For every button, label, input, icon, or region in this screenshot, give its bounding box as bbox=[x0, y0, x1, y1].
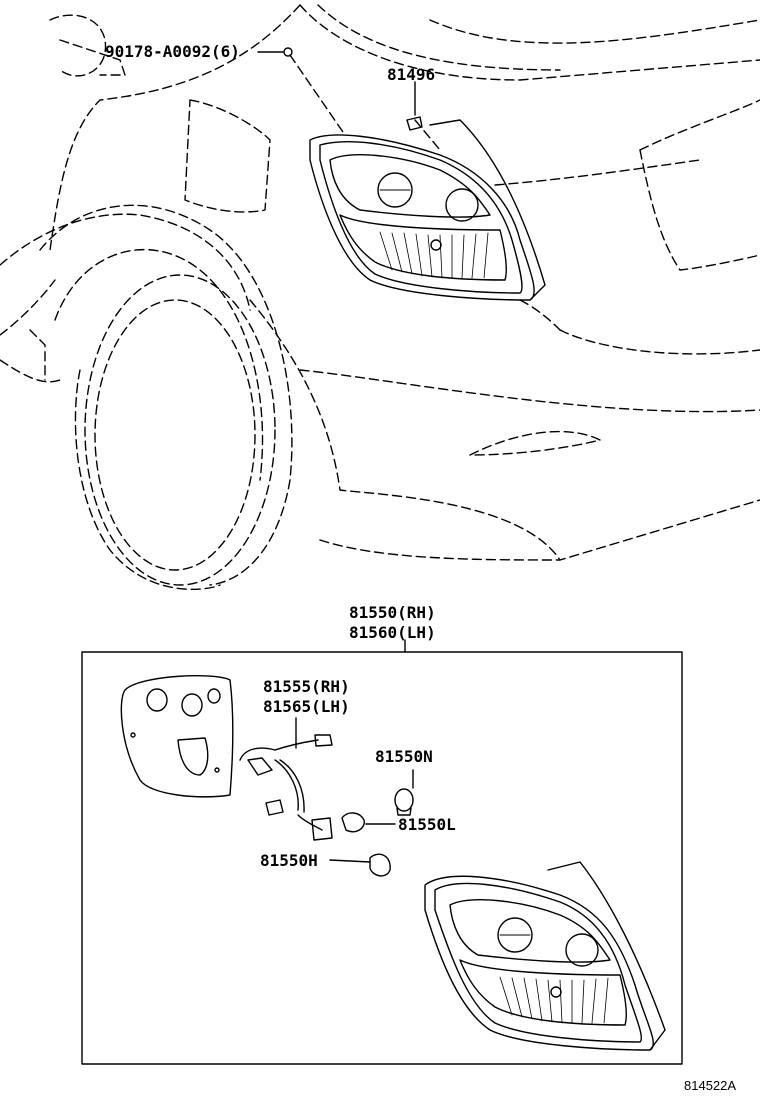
installed-tail-lamp bbox=[309, 119, 701, 301]
part-label-lamp-lh: 81560(LH) bbox=[349, 623, 436, 642]
vehicle-body-outline bbox=[0, 4, 760, 561]
assembly-box bbox=[81, 651, 683, 1065]
figure-id: 814522A bbox=[684, 1078, 737, 1093]
part-label-socket-lh: 81565(LH) bbox=[263, 697, 350, 716]
clip-icon bbox=[283, 47, 293, 57]
part-label-bulb-h: 81550H bbox=[260, 851, 318, 870]
part-label-grommet: 81496 bbox=[387, 65, 436, 84]
socket-wire-icon bbox=[239, 717, 333, 841]
part-label-bulb-n: 81550N bbox=[375, 747, 433, 766]
part-label-bulb-l: 81550L bbox=[398, 815, 456, 834]
part-label-socket-rh: 81555(RH) bbox=[263, 677, 350, 696]
bulb-h-icon bbox=[329, 853, 391, 877]
gasket-icon bbox=[120, 674, 234, 798]
bulb-n-icon bbox=[394, 769, 414, 816]
bulb-l-icon bbox=[341, 812, 396, 833]
grommet-icon bbox=[406, 81, 423, 131]
part-label-lamp-rh: 81550(RH) bbox=[349, 603, 436, 622]
tail-lamp-assembly bbox=[424, 861, 666, 1051]
part-label-clip: 90178-A0092(6) bbox=[105, 42, 240, 61]
rear-wheel bbox=[39, 204, 293, 590]
